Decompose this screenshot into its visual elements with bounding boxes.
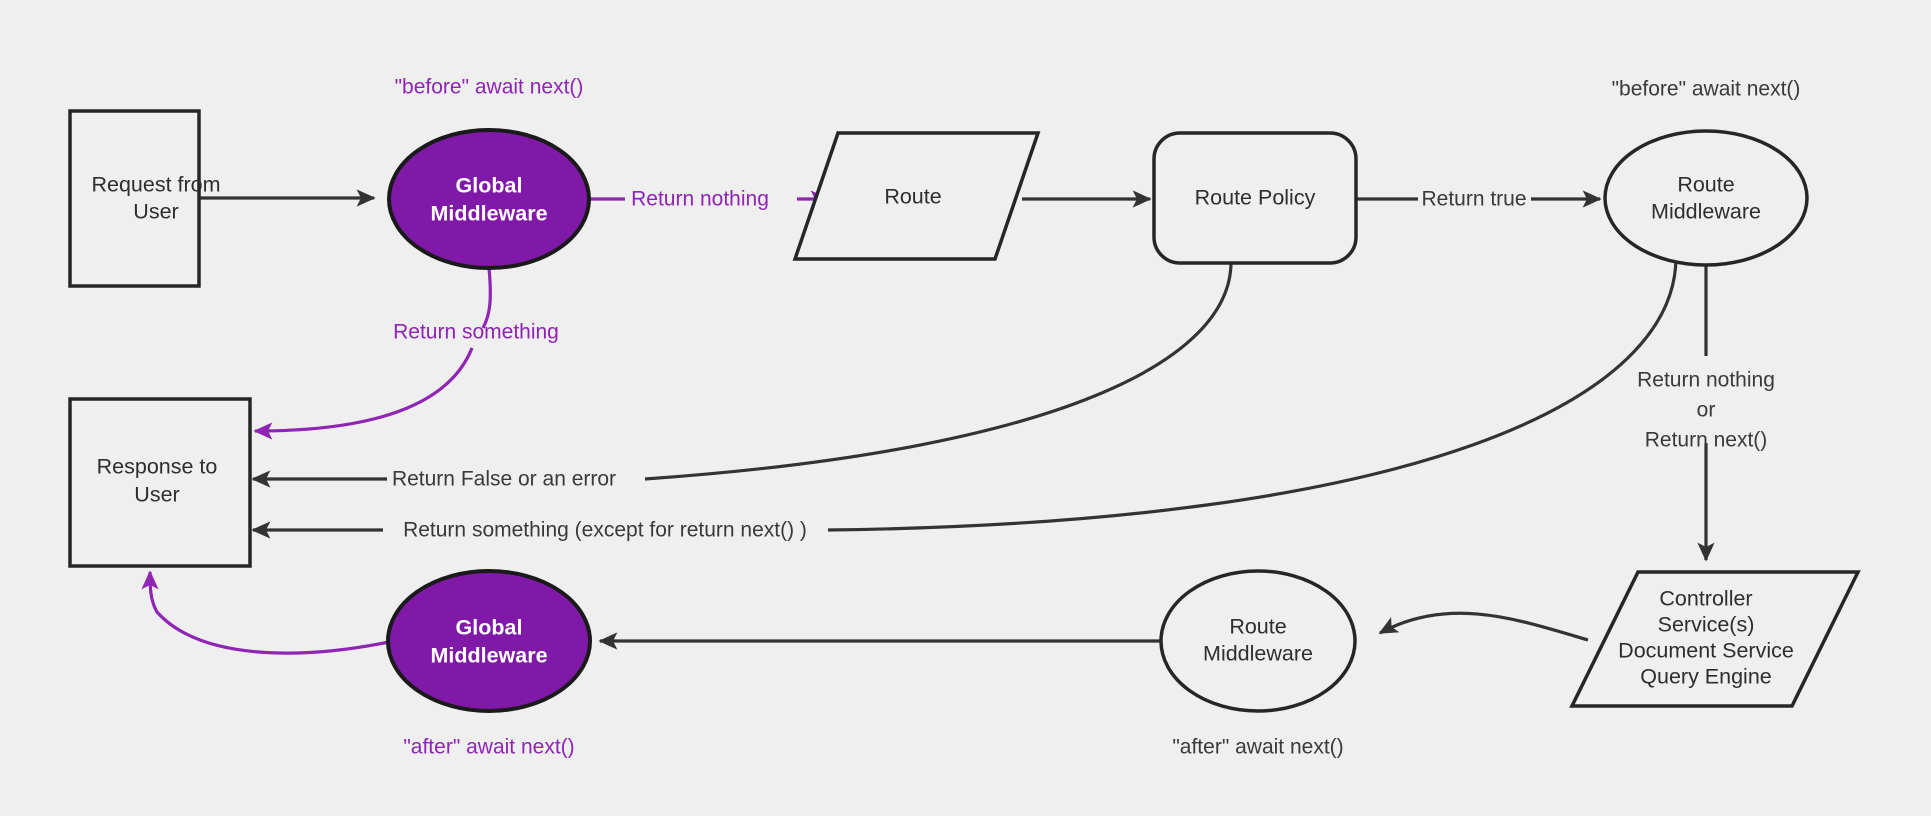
- edge-route-middleware-to-response: [827, 256, 1678, 532]
- edge-label-return-nothing-or-3: Return next(): [1645, 429, 1768, 452]
- node-global-middleware-top-line1: Global: [456, 174, 523, 198]
- node-controller-line1: Controller: [1659, 587, 1752, 611]
- edge-label-return-false-or-error: Return False or an error: [392, 468, 616, 491]
- annotation-after-await-next-global: "after" await next(): [403, 736, 574, 759]
- node-route-middleware-bottom[interactable]: Route Middleware: [1159, 569, 1357, 713]
- node-route-middleware-top[interactable]: Route Middleware: [1603, 129, 1809, 267]
- node-response-to-user-line2: User: [134, 483, 179, 507]
- annotation-before-await-next-route-middleware: "before" await next(): [1612, 78, 1801, 101]
- edge-label-return-nothing: Return nothing: [631, 188, 769, 211]
- node-global-middleware-top[interactable]: Global Middleware: [387, 128, 591, 270]
- edge-label-return-something-except: Return something (except for return next…: [403, 519, 807, 542]
- edge-label-return-something: Return something: [393, 321, 559, 344]
- edge-global-middleware-bottom-to-response: [141, 570, 390, 655]
- node-global-middleware-bottom-line2: Middleware: [430, 644, 547, 668]
- annotation-after-await-next-route-middleware: "after" await next(): [1172, 736, 1343, 759]
- node-controller-line3: Document Service: [1618, 639, 1794, 663]
- edge-label-return-nothing-or-2: or: [1697, 399, 1716, 422]
- node-global-middleware-bottom-line1: Global: [456, 616, 523, 640]
- node-request-from-user-line2: User: [133, 200, 178, 224]
- node-controller-line2: Service(s): [1658, 613, 1755, 637]
- edge-route-policy-to-response: [644, 261, 1233, 481]
- edge-global-middleware-to-response: [481, 267, 492, 329]
- node-request-from-user[interactable]: Request from User: [68, 109, 221, 288]
- edge-global-middleware-to-response-head: [253, 347, 474, 440]
- node-response-to-user-line1: Response to: [97, 455, 218, 479]
- node-request-from-user-line1: Request from: [91, 173, 220, 197]
- node-controller-services[interactable]: Controller Service(s) Document Service Q…: [1569, 570, 1861, 708]
- node-route-policy-label: Route Policy: [1195, 186, 1316, 210]
- node-global-middleware-top-line2: Middleware: [430, 202, 547, 226]
- edge-label-return-nothing-or-1: Return nothing: [1637, 369, 1775, 392]
- node-route-middleware-top-line2: Middleware: [1651, 200, 1761, 224]
- node-global-middleware-bottom[interactable]: Global Middleware: [386, 569, 592, 713]
- node-route-middleware-bottom-line1: Route: [1229, 615, 1286, 639]
- node-route-policy[interactable]: Route Policy: [1152, 131, 1358, 265]
- node-route[interactable]: Route: [792, 131, 1041, 261]
- node-route-middleware-bottom-line2: Middleware: [1203, 642, 1313, 666]
- edge-label-return-true: Return true: [1421, 188, 1526, 211]
- node-controller-line4: Query Engine: [1640, 665, 1771, 689]
- edge-controller-to-route-middleware-bottom: [1378, 611, 1589, 642]
- node-route-label: Route: [884, 185, 941, 209]
- node-route-middleware-top-line1: Route: [1677, 173, 1734, 197]
- annotation-before-await-next-global: "before" await next(): [395, 76, 584, 99]
- node-response-to-user[interactable]: Response to User: [68, 397, 252, 568]
